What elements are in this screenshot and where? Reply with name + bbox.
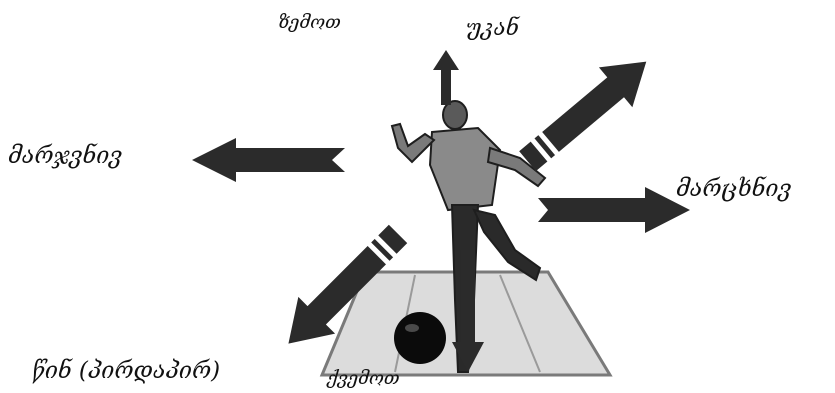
arrow-right	[192, 138, 345, 182]
label-back: უკან	[466, 18, 519, 40]
label-forward: წინ (პირდაპირ)	[32, 360, 220, 383]
arrow-back	[511, 42, 663, 181]
label-up: ზემოთ	[278, 14, 341, 32]
arrow-up	[433, 50, 459, 105]
label-down: ქვემოთ	[327, 370, 400, 388]
bowling-ball	[394, 312, 446, 364]
label-right: მარჯვნივ	[8, 145, 122, 168]
arrow-left	[538, 187, 690, 233]
label-left: მარცხნივ	[676, 178, 791, 201]
bowling-ball-highlight	[405, 324, 419, 332]
